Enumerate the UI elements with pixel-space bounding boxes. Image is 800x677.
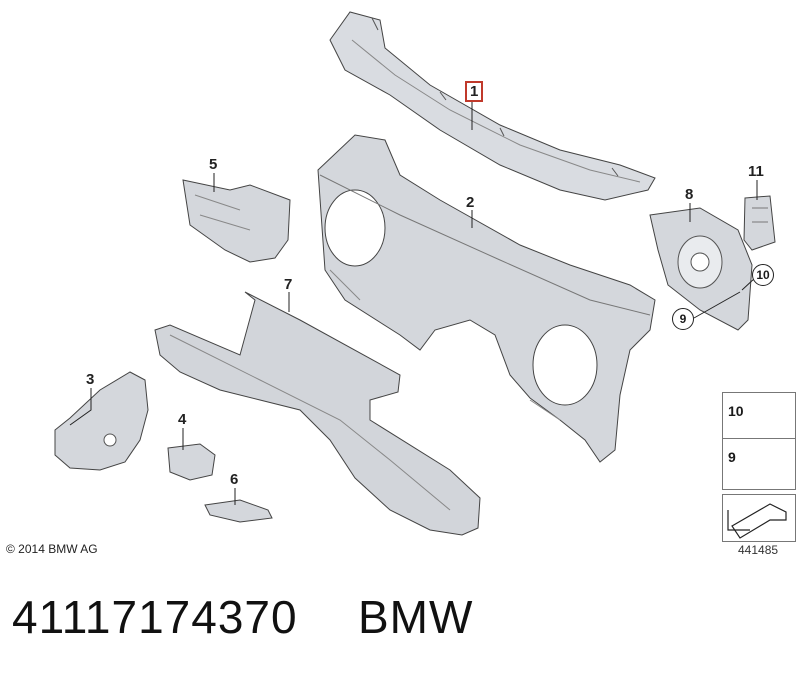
legend-label-9: 9 bbox=[728, 449, 736, 465]
legend-label-10: 10 bbox=[728, 403, 744, 419]
callout-11: 11 bbox=[748, 163, 764, 180]
part-number: 41117174370 bbox=[12, 591, 298, 643]
part-6-bracket bbox=[204, 499, 273, 523]
part-1-cross-member bbox=[329, 11, 656, 201]
callout-10: 10 bbox=[752, 264, 774, 286]
legend-arrow-icon bbox=[727, 503, 787, 539]
diagram-number: 441485 bbox=[738, 543, 779, 557]
callout-4: 4 bbox=[178, 411, 187, 428]
callout-5: 5 bbox=[209, 156, 218, 173]
copyright-text: © 2014 BMW AG bbox=[6, 542, 98, 556]
part-3-bracket bbox=[54, 371, 149, 471]
callout-2: 2 bbox=[466, 194, 475, 211]
callout-3: 3 bbox=[86, 371, 95, 388]
leader-lines bbox=[69, 100, 758, 505]
callout-7: 7 bbox=[284, 276, 293, 293]
callout-1: 1 bbox=[465, 81, 484, 102]
legend-item-10: 10 bbox=[722, 392, 796, 440]
part-5-bracket bbox=[182, 179, 291, 263]
brand-name: BMW bbox=[358, 591, 474, 643]
part-11-clip bbox=[743, 195, 776, 251]
part-8-plate bbox=[649, 207, 753, 331]
part-4-bracket bbox=[167, 443, 216, 481]
part-2-bulkhead bbox=[317, 134, 656, 463]
legend-item-9: 9 bbox=[722, 438, 796, 490]
callout-9: 9 bbox=[672, 308, 694, 330]
legend-direction-box bbox=[722, 494, 796, 542]
part-7-tunnel bbox=[154, 291, 481, 536]
callout-8: 8 bbox=[685, 186, 694, 203]
callout-6: 6 bbox=[230, 471, 239, 488]
